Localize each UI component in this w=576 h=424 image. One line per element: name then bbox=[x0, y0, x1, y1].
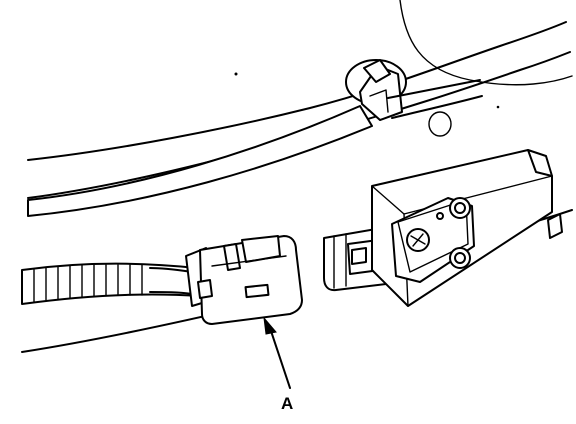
lower-harness bbox=[21, 262, 201, 305]
harness-clip bbox=[345, 59, 407, 121]
sensor-unit bbox=[371, 149, 563, 307]
upper-harness bbox=[27, 79, 483, 217]
callout-a: A bbox=[263, 316, 293, 413]
callout-a-label: A bbox=[281, 394, 293, 413]
connector-a bbox=[185, 235, 303, 325]
